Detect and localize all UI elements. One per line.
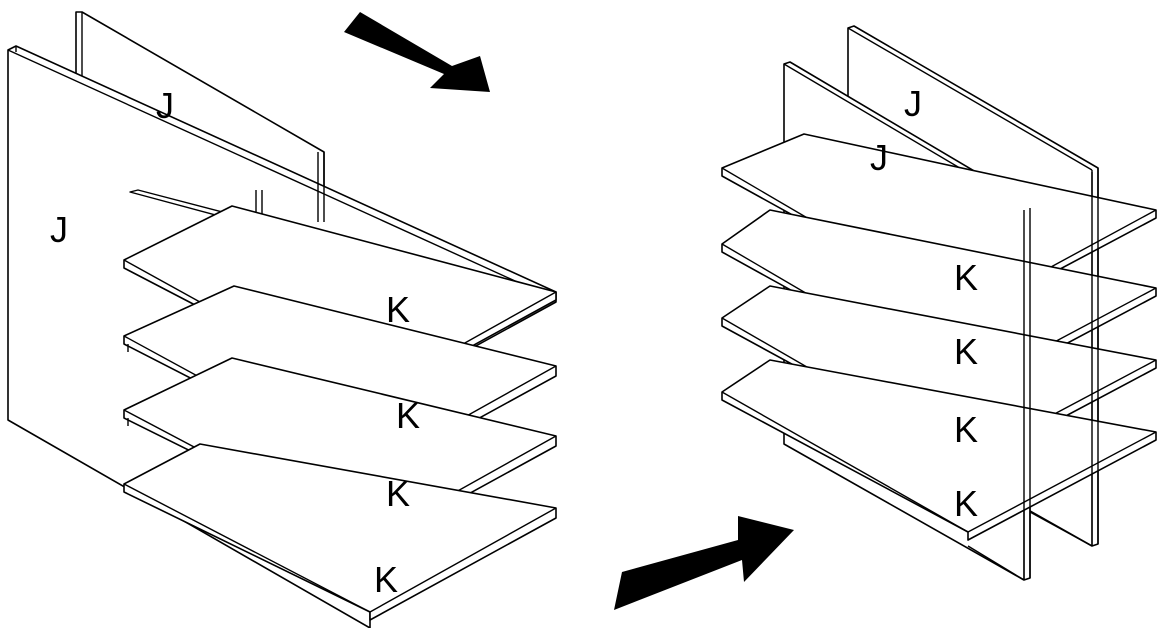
label-k: K xyxy=(374,559,398,600)
label-j: J xyxy=(156,85,174,126)
label-k: K xyxy=(386,473,410,514)
label-j: J xyxy=(870,137,888,178)
label-k: K xyxy=(386,289,410,330)
right-assembly: J J K K K K xyxy=(721,25,1157,581)
label-j: J xyxy=(904,83,922,124)
right-panel-edges xyxy=(967,168,1099,581)
left-assembly: J J K K K K xyxy=(7,11,557,628)
label-j: J xyxy=(50,209,68,250)
label-k: K xyxy=(396,395,420,436)
label-k: K xyxy=(954,409,978,450)
right-shelf-k-4 xyxy=(721,359,1157,541)
label-k: K xyxy=(954,331,978,372)
arrow-down-right-icon xyxy=(344,12,490,92)
left-shelf-k-4 xyxy=(123,443,557,621)
label-k: K xyxy=(954,257,978,298)
arrow-up-right-icon xyxy=(614,516,794,610)
label-k: K xyxy=(954,483,978,524)
